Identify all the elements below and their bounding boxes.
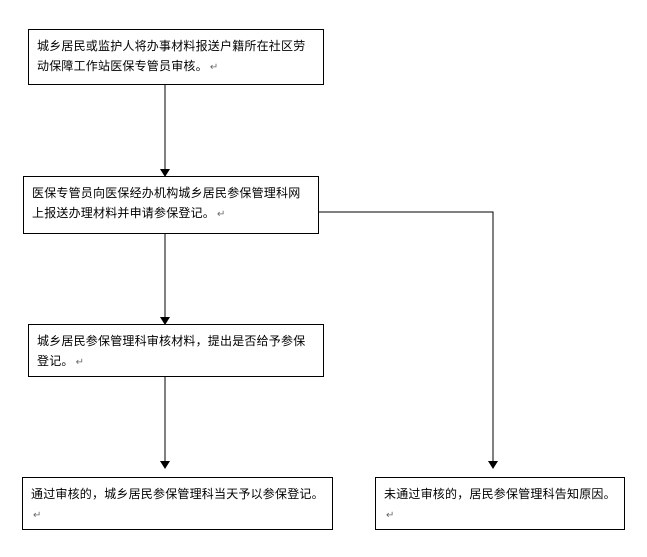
paragraph-mark-icon: ↵ <box>33 510 42 521</box>
paragraph-mark-icon: ↵ <box>75 357 85 368</box>
result-approved-text: 通过审核的，城乡居民参保管理科当天予以参保登记。 <box>31 487 324 501</box>
step-review-materials-box: 城乡居民参保管理科审核材料，提出是否给予参保登记。↵ <box>28 324 324 377</box>
paragraph-mark-icon: ↵ <box>217 209 226 220</box>
result-approved-box: 通过审核的，城乡居民参保管理科当天予以参保登记。 ↵ <box>22 477 333 530</box>
result-rejected-text: 未通过审核的，居民参保管理科告知原因。 <box>384 487 616 501</box>
paragraph-mark-icon: ↵ <box>386 510 395 521</box>
result-rejected-box: 未通过审核的，居民参保管理科告知原因。 ↵ <box>375 477 625 530</box>
arrow-box2-to-box5 <box>319 211 498 469</box>
step-online-application-box: 医保专管员向医保经办机构城乡居民参保管理科网上报送办理材料并申请参保登记。↵ <box>23 176 319 234</box>
step-submit-materials-box: 城乡居民或监护人将办事材料报送户籍所在社区劳动保障工作站医保专管员审核。↵ <box>28 29 324 85</box>
paragraph-mark-icon: ↵ <box>209 62 219 73</box>
step-online-application-text: 医保专管员向医保经办机构城乡居民参保管理科网上报送办理材料并申请参保登记。 <box>32 186 301 220</box>
step-review-materials-text: 城乡居民参保管理科审核材料，提出是否给予参保登记。 <box>37 334 306 368</box>
step-submit-materials-text: 城乡居民或监护人将办事材料报送户籍所在社区劳动保障工作站医保专管员审核。 <box>37 39 306 73</box>
